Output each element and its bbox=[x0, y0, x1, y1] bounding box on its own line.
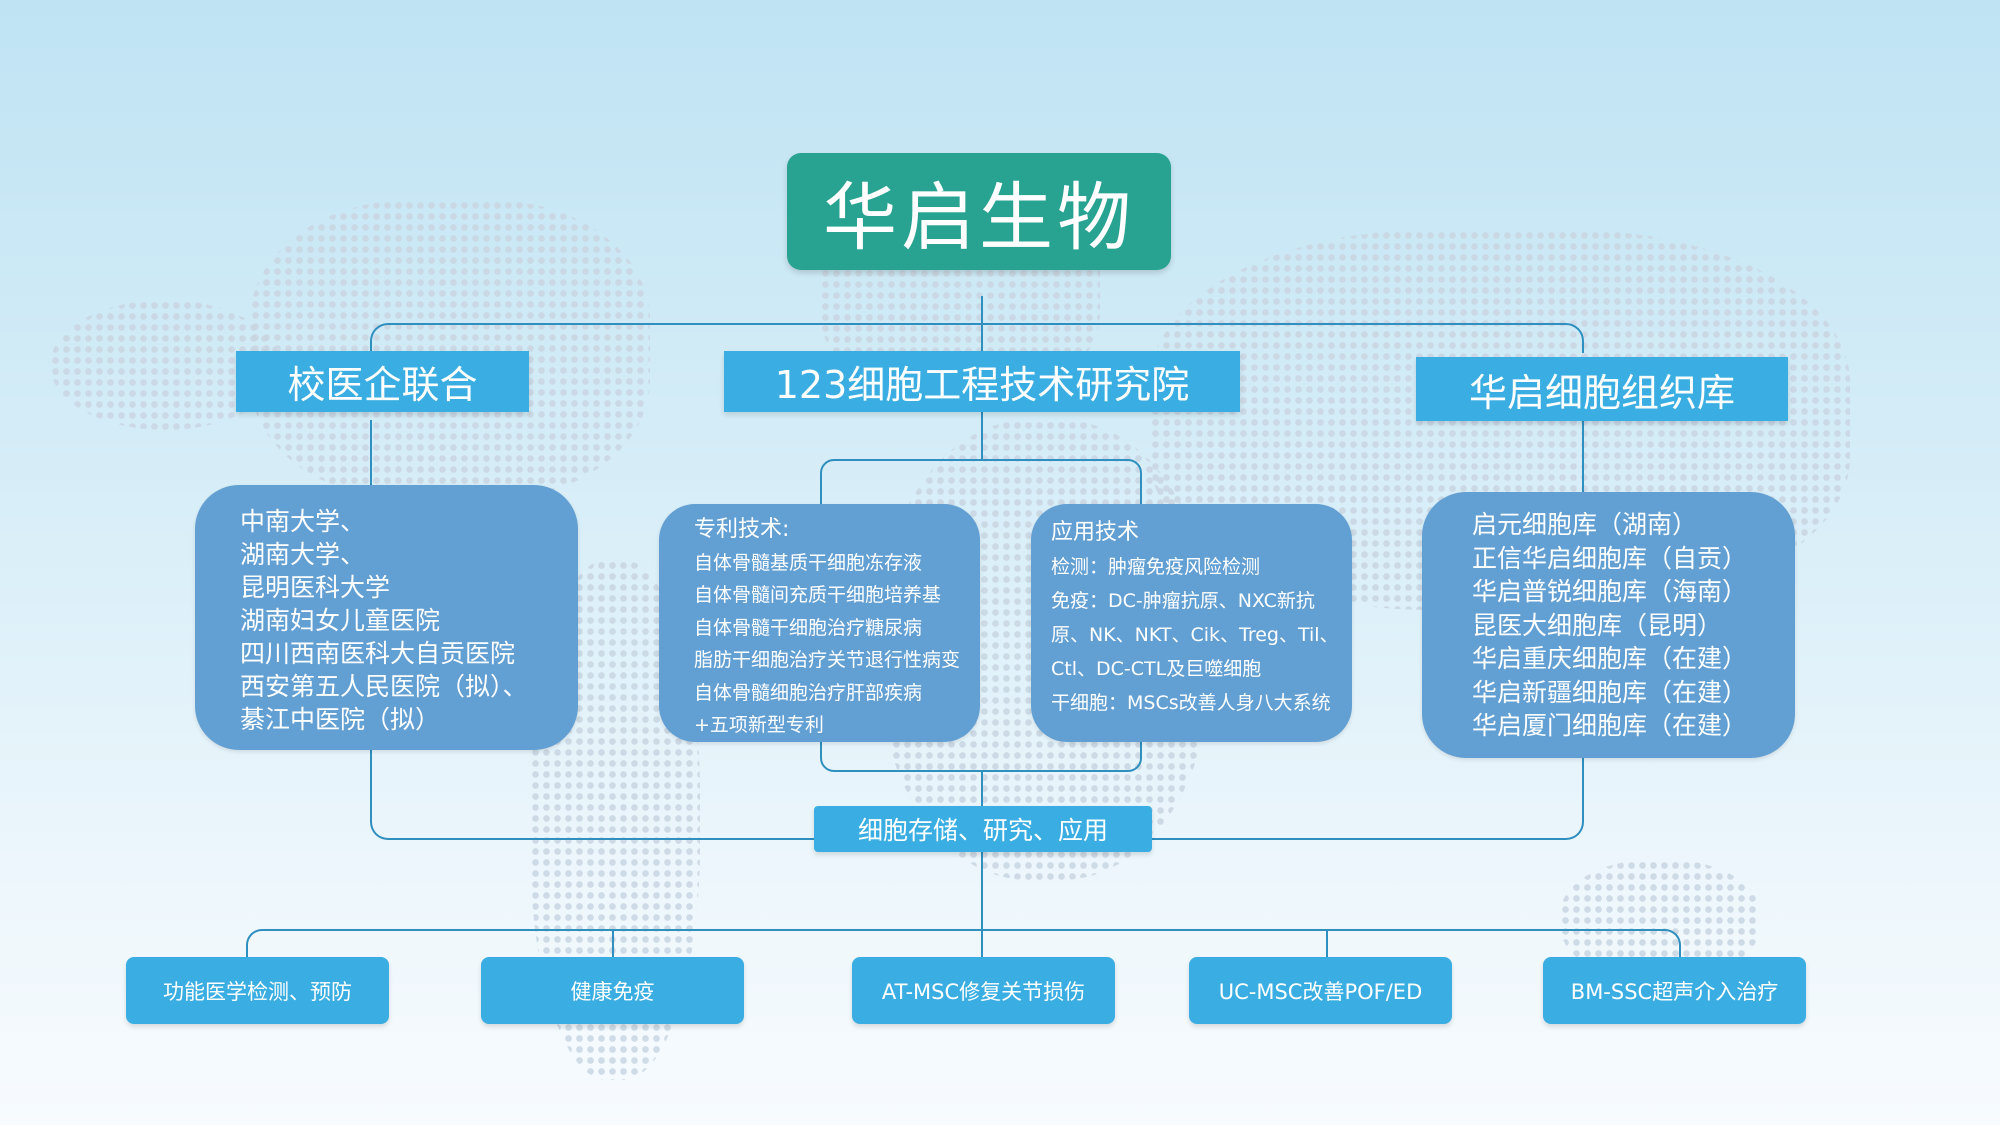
connector-top-bracket bbox=[370, 323, 1584, 353]
outcome-uc-msc: UC-MSC改善POF/ED bbox=[1189, 957, 1452, 1024]
partner-item: 湖南大学、 bbox=[240, 540, 366, 569]
hub-label: 细胞存储、研究、应用 bbox=[814, 806, 1152, 852]
application-item: 原、NK、NKT、Cik、Treg、Til、 bbox=[1051, 624, 1339, 646]
application-item: Ctl、DC-CTL及巨噬细胞 bbox=[1051, 658, 1262, 680]
partner-item: 綦江中医院（拟） bbox=[240, 705, 441, 734]
root-title: 华启生物 bbox=[787, 153, 1171, 270]
outcome-functional-medicine: 功能医学检测、预防 bbox=[126, 957, 389, 1024]
partner-item: 昆明医科大学 bbox=[240, 573, 391, 602]
partner-item: 西安第五人民医院（拟）、 bbox=[240, 672, 528, 701]
application-item: 检测：肿瘤免疫风险检测 bbox=[1051, 556, 1261, 578]
application-item: 干细胞：MSCs改善人身八大系统 bbox=[1051, 692, 1331, 714]
cellbank-item: 华启重庆细胞库（在建） bbox=[1472, 644, 1748, 673]
cellbank-item: 华启新疆细胞库（在建） bbox=[1472, 677, 1748, 707]
outcome-at-msc: AT-MSC修复关节损伤 bbox=[852, 957, 1115, 1024]
cellbank-item: 正信华启细胞库（自贡） bbox=[1472, 543, 1748, 573]
patent-item: +五项新型专利 bbox=[694, 714, 824, 736]
connector-bottom bbox=[246, 929, 1681, 959]
connector-hub bbox=[981, 772, 983, 958]
patent-item: 脂肪干细胞治疗关节退行性病变 bbox=[694, 649, 961, 671]
branch-label-alliance: 校医企联合 bbox=[236, 351, 529, 412]
patent-card: 专利技术: 自体骨髓基质干细胞冻存液 自体骨髓间充质干细胞培养基 自体骨髓干细胞… bbox=[659, 504, 980, 742]
cellbank-item: 启元细胞库（湖南） bbox=[1472, 510, 1698, 539]
connector-drop bbox=[612, 929, 614, 959]
cellbank-item: 昆医大细胞库（昆明） bbox=[1472, 610, 1723, 640]
partner-item: 湖南妇女儿童医院 bbox=[240, 606, 441, 635]
cellbank-item: 华启厦门细胞库（在建） bbox=[1472, 711, 1748, 740]
partner-item: 四川西南医科大自贡医院 bbox=[240, 639, 516, 668]
cellbank-card: 启元细胞库（湖南） 正信华启细胞库（自贡） 华启普锐细胞库（海南） 昆医大细胞库… bbox=[1422, 492, 1795, 758]
branch-label-cellbank: 华启细胞组织库 bbox=[1416, 357, 1788, 421]
world-map-dots bbox=[250, 200, 650, 500]
application-heading: 应用技术 bbox=[1051, 520, 1140, 545]
cellbank-item: 华启普锐细胞库（海南） bbox=[1472, 577, 1748, 606]
connector-drop bbox=[1326, 929, 1328, 959]
partners-card: 中南大学、 湖南大学、 昆明医科大学 湖南妇女儿童医院 四川西南医科大自贡医院 … bbox=[195, 485, 578, 750]
patent-item: 自体骨髓干细胞治疗糖尿病 bbox=[694, 616, 923, 639]
connector-center bbox=[981, 412, 983, 460]
application-item: 免疫：DC-肿瘤抗原、NXC新抗 bbox=[1051, 590, 1315, 612]
branch-label-institute: 123细胞工程技术研究院 bbox=[724, 351, 1240, 412]
patent-item: 自体骨髓细胞治疗肝部疾病 bbox=[694, 681, 923, 704]
patent-item: 自体骨髓基质干细胞冻存液 bbox=[694, 551, 923, 574]
application-card: 应用技术 检测：肿瘤免疫风险检测 免疫：DC-肿瘤抗原、NXC新抗 原、NK、N… bbox=[1031, 504, 1352, 742]
patent-heading: 专利技术: bbox=[694, 517, 790, 542]
outcome-health-immunity: 健康免疫 bbox=[481, 957, 744, 1024]
partner-item: 中南大学、 bbox=[240, 507, 366, 536]
outcome-bm-ssc: BM-SSC超声介入治疗 bbox=[1543, 957, 1806, 1024]
patent-item: 自体骨髓间充质干细胞培养基 bbox=[694, 584, 942, 606]
